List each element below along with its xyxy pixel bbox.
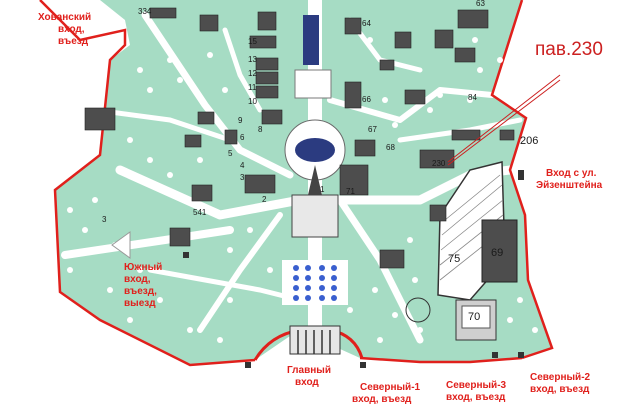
north2-entrance-line2: вход, въезд [530,384,590,395]
pavilion-84: 84 [468,93,477,102]
south-entrance-line4: выезд [124,298,156,309]
callout-lines [447,74,561,166]
north3-entrance-line1: Северный-3 [446,380,507,391]
pavilion-64: 64 [362,19,371,28]
pavilion-12: 12 [248,69,257,78]
pavilion-63: 63 [476,0,485,8]
khovansky-entrance-line3: въезд [58,36,89,47]
halls [437,161,518,341]
pavilion-206: 206 [520,135,538,147]
park-boundary-north [359,356,523,364]
north2-entrance-line1: Северный-2 [530,372,591,383]
main-entrance-line2: вход [295,377,319,388]
pavilion-3: 3 [240,173,245,182]
pavilion-71: 71 [346,187,355,196]
pavilion-67: 67 [368,125,377,134]
pavilion-13: 13 [248,55,257,64]
south-entrance-line2: вход, [124,274,151,285]
pavilion-2: 2 [262,195,267,204]
pavilion-69: 69 [491,247,503,259]
entrance-markers [111,170,524,368]
pavilion-4: 4 [240,161,245,170]
central-ensemble [282,15,348,355]
north3-entrance-line2: вход, въезд [446,392,506,403]
khovansky-entrance-line1: Хованский [38,12,91,23]
pavilion-8: 8 [258,125,263,134]
pavilion-9: 9 [238,116,243,125]
pavilion-10: 10 [248,97,257,106]
pavilion-6: 6 [240,133,245,142]
ferris-wheel [405,297,431,323]
pavilion-66: 66 [362,95,371,104]
eisenstein-entrance-line2: Эйзенштейна [536,180,603,191]
south-entrance-line1: Южный [124,262,162,273]
south-entrance-line3: въезд, [124,286,157,297]
area-3: 3 [102,215,107,224]
pavilion-70: 70 [468,311,480,323]
eisenstein-entrance-line1: Вход с ул. [546,168,597,179]
pavilion-15: 15 [248,37,257,46]
pavilion-1: 1 [320,185,325,194]
callout-label: пав.230 [535,39,603,60]
pavilion-541: 541 [193,208,207,217]
park-boundary-east [490,0,554,360]
khovansky-entrance-line2: вход, [58,24,85,35]
pavilion-75: 75 [448,253,460,265]
main-entrance-line1: Главный [287,365,331,376]
pavilion-11: 11 [248,83,257,92]
north1-entrance-line2: вход, въезд [352,394,412,404]
pavilion-5: 5 [228,149,233,158]
pavilion-334: 334 [138,7,152,16]
pavilion-buildings [84,7,515,269]
park-boundary [39,0,256,367]
pavilion-68: 68 [386,143,395,152]
north1-entrance-line1: Северный-1 [360,382,421,393]
pavilion-230: 230 [432,159,446,168]
